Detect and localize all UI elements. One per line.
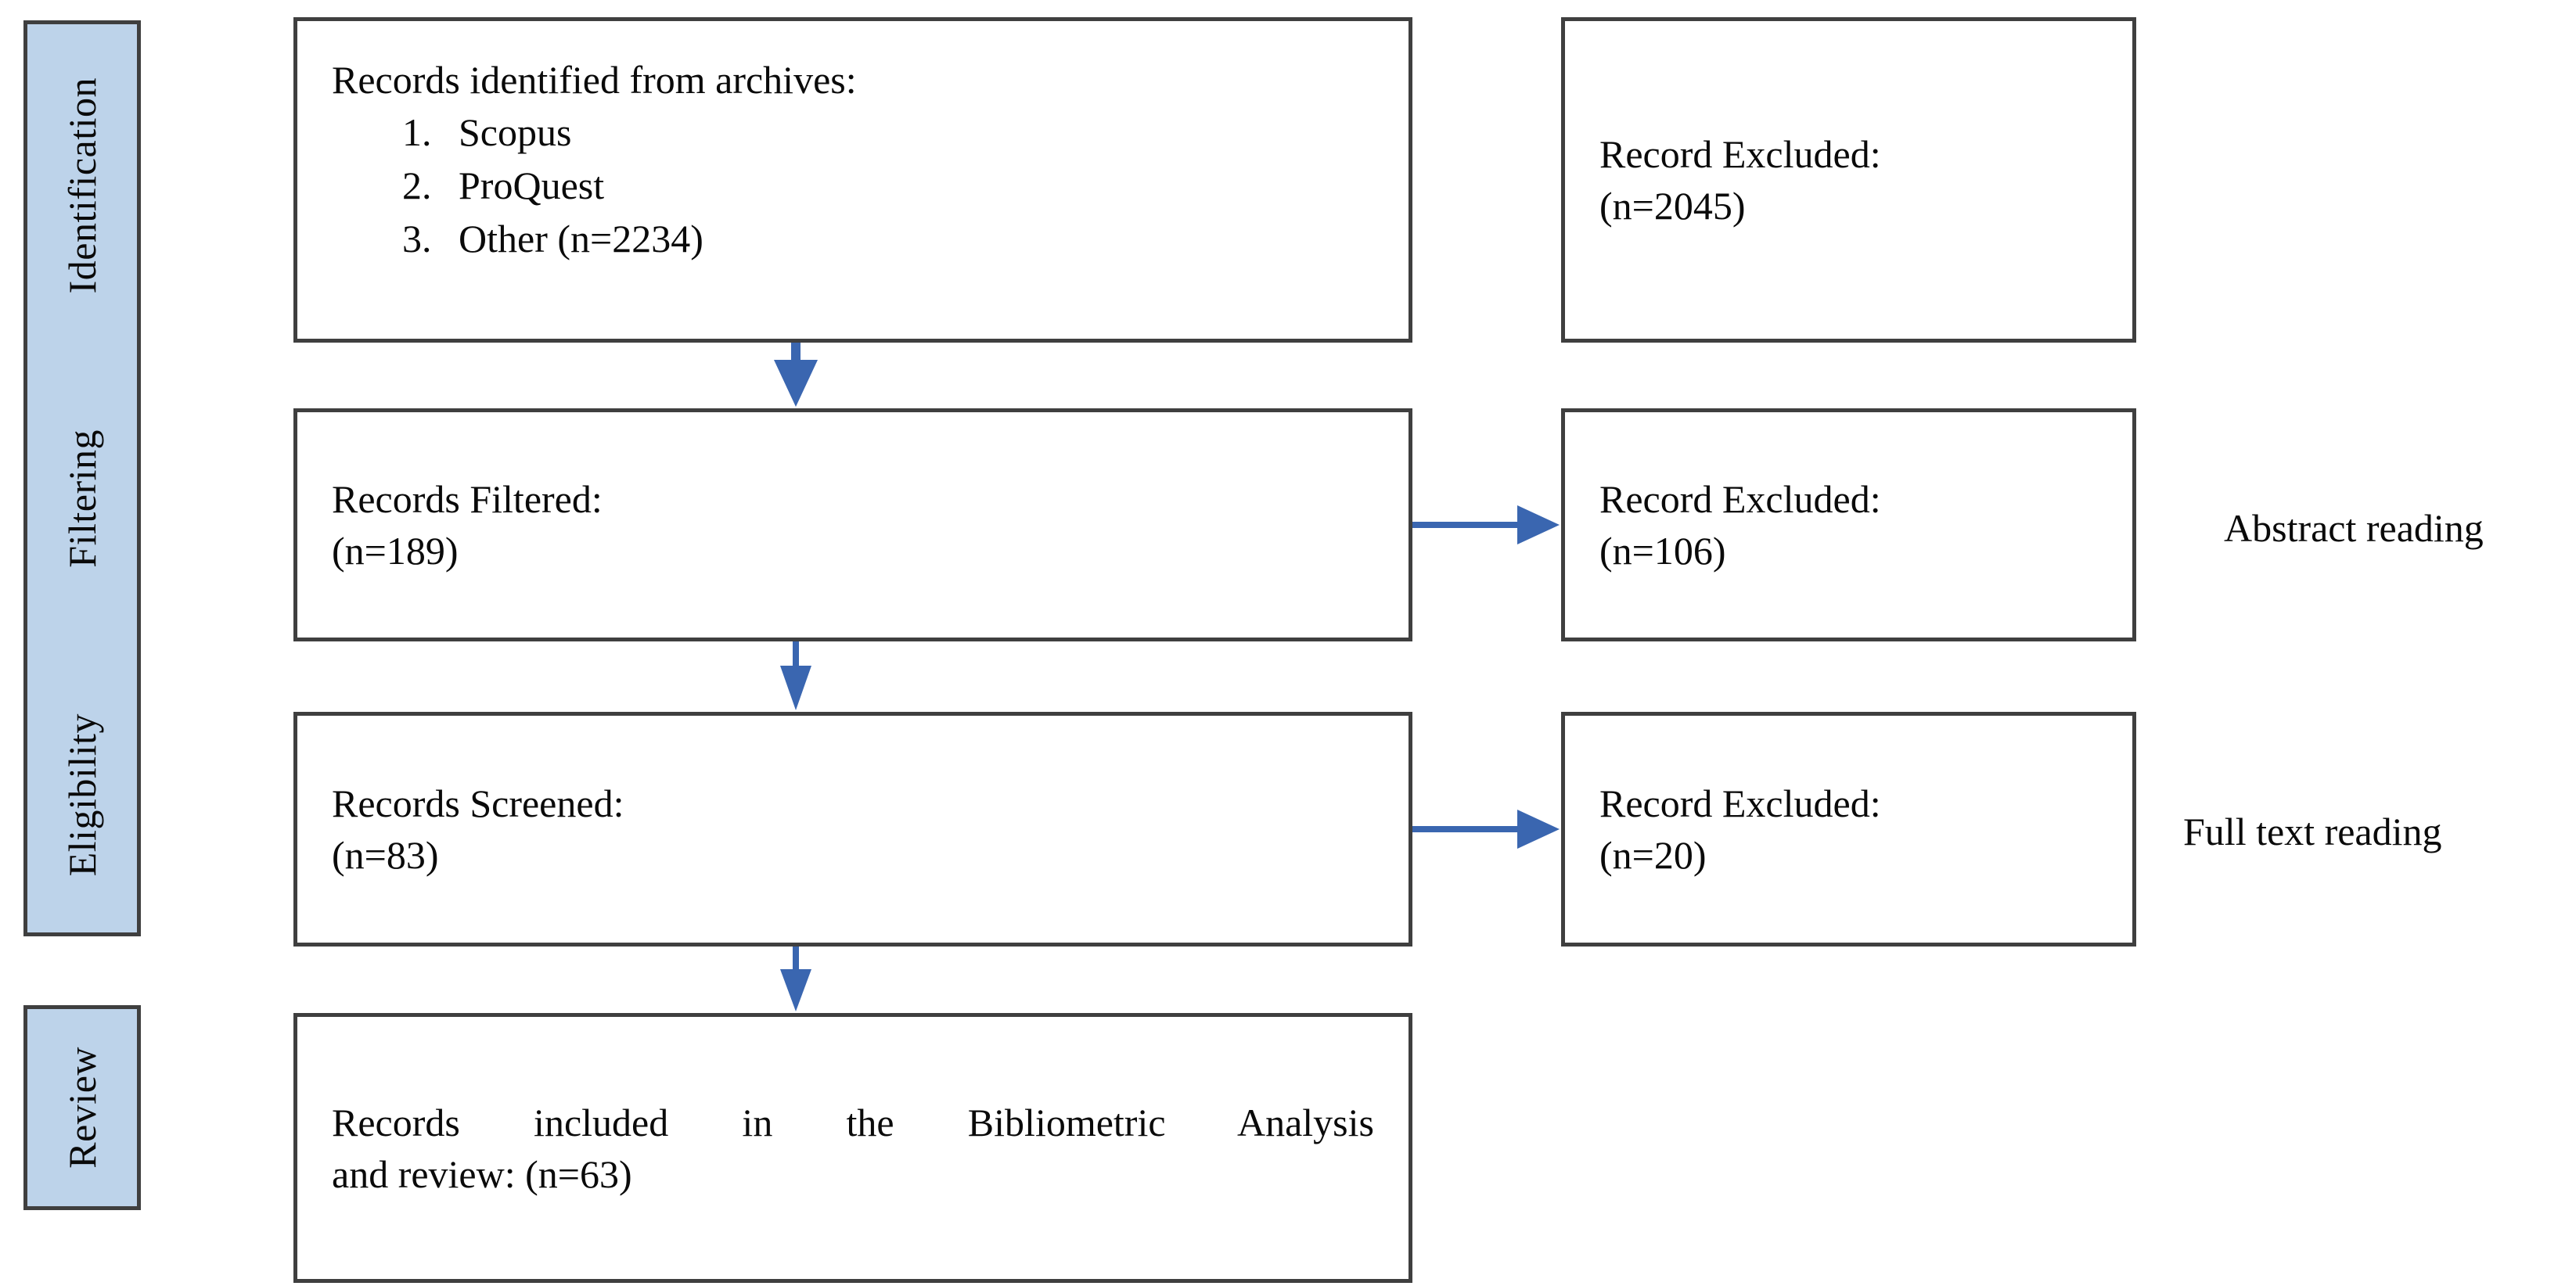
arrow-right-filtered-to-excluded [1412,503,1561,547]
record-excluded-eligibility-line1: Record Excluded: [1599,781,1881,825]
stage-label-eligibility: Eligibility [60,713,104,877]
record-excluded-filtering-line2: (n=106) [1599,529,1726,573]
records-included-line1: Records included in the Bibliometric Ana… [332,1100,1374,1144]
list-item: 3. Other (n=2234) [332,212,1374,265]
records-identified-source-list: 1. Scopus 2. ProQuest 3. Other (n=2234) [332,106,1374,265]
box-records-included: Records included in the Bibliometric Ana… [293,1013,1412,1283]
arrow-down-screened-to-included [776,947,815,1013]
list-item: 1. Scopus [332,106,1374,159]
box-record-excluded-eligibility: Record Excluded: (n=20) [1561,712,2136,947]
record-excluded-identification-line1: Record Excluded: [1599,132,1881,176]
annotation-abstract-reading: Abstract reading [2224,506,2484,550]
annotation-full-text-reading: Full text reading [2183,810,2442,853]
list-item-marker: 2. [402,163,432,207]
records-included-line2: and review: (n=63) [332,1151,632,1196]
stage-label-review: Review [60,1047,104,1169]
stage-bar-identification-filtering-eligibility: Identification Filtering Eligibility [23,20,141,936]
box-records-screened: Records Screened: (n=83) [293,712,1412,947]
box-records-filtered: Records Filtered: (n=189) [293,408,1412,641]
list-item-marker: 3. [402,217,432,260]
list-item-label: ProQuest [459,163,605,207]
stage-label-filtering: Filtering [60,429,104,568]
records-filtered-line1: Records Filtered: [332,477,603,521]
arrow-down-filtered-to-screened [776,641,815,712]
list-item-marker: 1. [402,110,432,154]
records-filtered-line2: (n=189) [332,529,459,573]
record-excluded-eligibility-line2: (n=20) [1599,833,1707,877]
list-item: 2. ProQuest [332,159,1374,212]
stage-bar-review: Review [23,1005,141,1210]
list-item-label: Scopus [459,110,572,154]
box-records-identified: Records identified from archives: 1. Sco… [293,17,1412,343]
list-item-label: Other (n=2234) [459,217,703,260]
box-record-excluded-identification: Record Excluded: (n=2045) [1561,17,2136,343]
stage-label-identification: Identification [60,77,104,294]
records-screened-line2: (n=83) [332,833,439,877]
records-screened-line1: Records Screened: [332,781,624,825]
arrow-down-identified-to-filtered [771,343,821,408]
box-record-excluded-filtering: Record Excluded: (n=106) [1561,408,2136,641]
record-excluded-identification-line2: (n=2045) [1599,184,1746,228]
records-identified-heading: Records identified from archives: [332,58,857,102]
record-excluded-filtering-line1: Record Excluded: [1599,477,1881,521]
arrow-right-screened-to-excluded [1412,807,1561,851]
